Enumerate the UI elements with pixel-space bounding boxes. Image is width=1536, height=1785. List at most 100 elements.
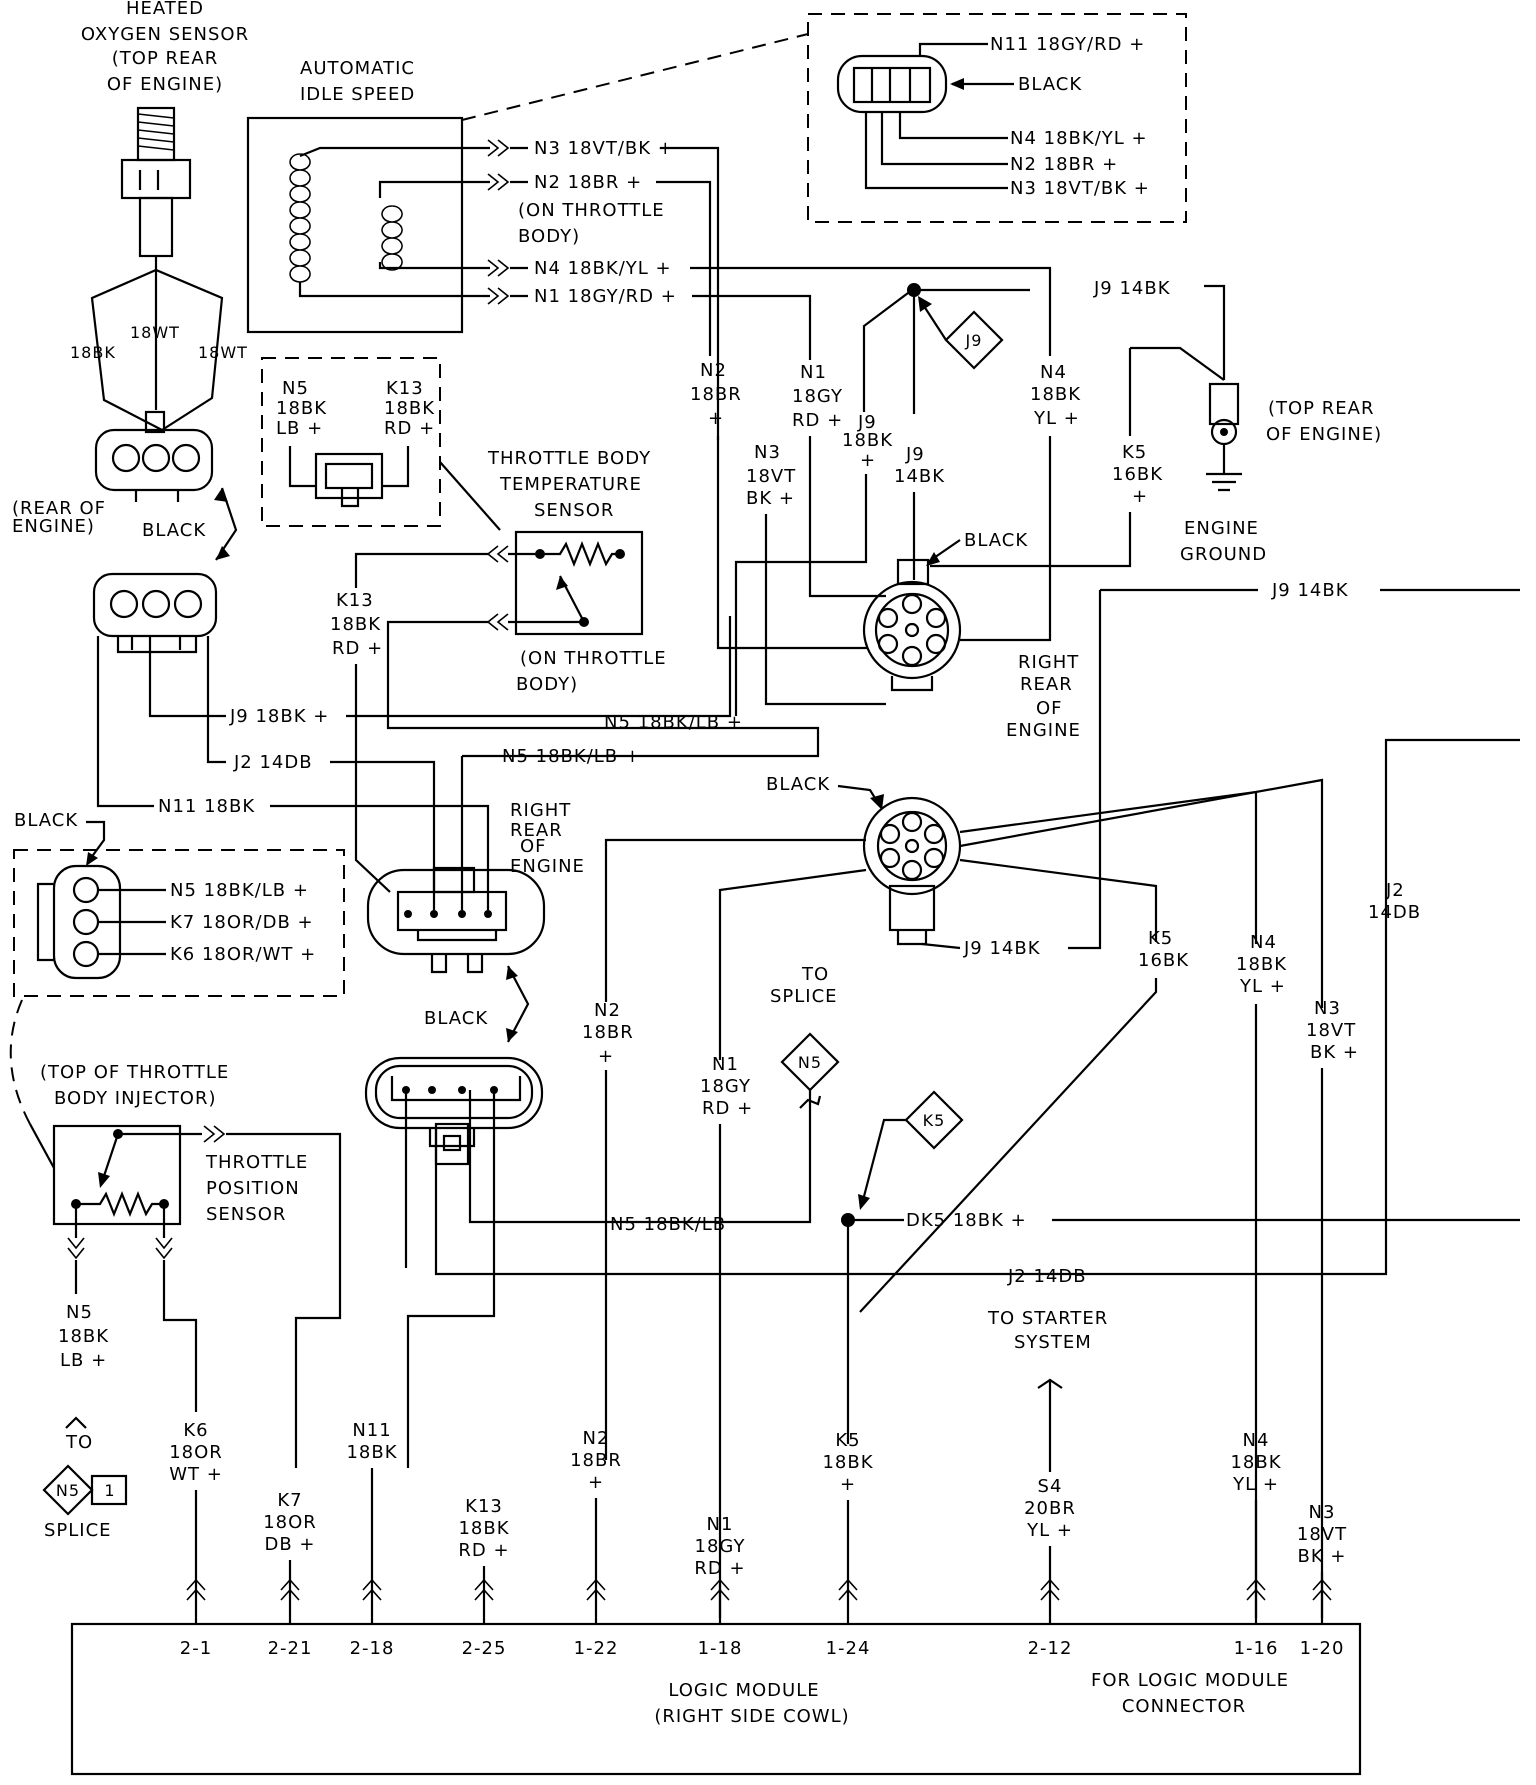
j9-14bk-top: J9 14BK	[1093, 278, 1171, 299]
throttle-body-temp-sensor	[514, 530, 644, 636]
bottom-wire-label: 20BR	[1024, 1498, 1076, 1519]
o2-wire-18wt-mid: 18WT	[130, 323, 180, 342]
n5-badge-num: 1	[104, 1481, 115, 1500]
bottom-wire-label: K5	[835, 1430, 860, 1451]
o2-label-3: (TOP REAR	[112, 48, 218, 69]
module-pin-2-25: 2-25	[462, 1638, 507, 1659]
o2-label-4: OF ENGINE)	[107, 74, 223, 95]
rre-mid-3: OF	[520, 836, 547, 857]
ais-conn-n2: N2 18BR +	[1010, 154, 1118, 175]
ais-conn-black: BLACK	[1018, 74, 1082, 95]
ais-wire-n3: N3 18VT/BK +	[534, 138, 674, 159]
to-splice-2: SPLICE	[770, 986, 838, 1007]
k5-diamond: K5	[904, 1090, 964, 1150]
k5-low-1: K5	[1148, 928, 1173, 949]
rre-right-4: ENGINE	[1006, 720, 1081, 741]
black-label-tps: BLACK	[424, 1008, 488, 1029]
ais-note-1: (ON THROTTLE	[518, 200, 665, 221]
n1-low-2: 18GY	[700, 1076, 751, 1097]
k5-mid-2: 16BK	[1112, 464, 1163, 485]
module-note-1: FOR LOGIC MODULE	[1091, 1670, 1289, 1691]
bottom-wire-label: N3	[1309, 1502, 1336, 1523]
tbts-label-2: TEMPERATURE	[499, 474, 642, 495]
bottom-wire-label: RD +	[694, 1558, 745, 1579]
n5-18bk-lb-upper: N5 18BK/LB +	[502, 746, 641, 767]
bottom-wire-label: 18BK	[458, 1518, 509, 1539]
rre-right-3: OF	[1036, 698, 1063, 719]
tps-harness-connector-lower	[364, 1056, 544, 1166]
j9-diamond-label: J9	[965, 331, 983, 350]
n5-left-2: 18BK	[58, 1326, 109, 1347]
k5-mid-3: +	[1132, 486, 1148, 507]
rear-of-engine-1: (REAR OF	[12, 498, 106, 519]
module-note-2: CONNECTOR	[1122, 1696, 1246, 1717]
top-rear-engine-1: (TOP REAR	[1268, 398, 1374, 419]
rear-of-engine-2: ENGINE)	[12, 516, 95, 537]
n3-low-2: 18VT	[1306, 1020, 1356, 1041]
ais-motor: AUTOMATIC IDLE SPEED	[246, 58, 510, 334]
module-pin-1-18: 1-18	[698, 1638, 743, 1659]
ais-note-2: BODY)	[518, 226, 580, 247]
tbts-conn-k13-g: 18BK	[384, 398, 435, 419]
tps-note-1: (TOP OF THROTTLE	[40, 1062, 229, 1083]
module-pin-1-22: 1-22	[574, 1638, 619, 1659]
bottom-wire-label: DB +	[264, 1534, 315, 1555]
bottom-wire-label: +	[840, 1474, 856, 1495]
tbts-conn-n5: N5	[282, 378, 309, 399]
bottom-wire-label: 18GY	[695, 1536, 746, 1557]
to-splice-left-1: TO	[65, 1432, 93, 1453]
black-label-o2: BLACK	[142, 520, 206, 541]
module-pin-2-21: 2-21	[268, 1638, 313, 1659]
j9-diamond: J9	[944, 310, 1004, 370]
j2-14db-low: J2 14DB	[1007, 1266, 1087, 1287]
module-name: LOGIC MODULE	[668, 1680, 819, 1701]
six-way-connector-lower	[862, 796, 962, 946]
ais-conn-n4: N4 18BK/YL +	[1010, 128, 1148, 149]
on-throttle-body-1: (ON THROTTLE	[520, 648, 667, 669]
n5-badge-label: N5	[56, 1481, 80, 1500]
tps-conn-n5: N5 18BK/LB +	[170, 880, 309, 901]
ais-conn-n11: N11 18GY/RD +	[990, 34, 1145, 55]
n1-mid-3: RD +	[792, 410, 843, 431]
tps-label-1: THROTTLE	[205, 1152, 308, 1173]
j9a-mid-1: J9	[857, 412, 877, 433]
k13-left-2: 18BK	[330, 614, 381, 635]
tps-connector	[36, 864, 122, 980]
bottom-wire-label: RD +	[458, 1540, 509, 1561]
ais-conn-n3: N3 18VT/BK +	[1010, 178, 1150, 199]
bottom-wire-label: N4	[1243, 1430, 1270, 1451]
n4-low-1: N4	[1250, 932, 1277, 953]
module-pin-1-20: 1-20	[1300, 1638, 1345, 1659]
n5-18bk-lb-low: N5 18BK/LB	[610, 1214, 726, 1235]
ais-wire-n4: N4 18BK/YL +	[534, 258, 672, 279]
n1-mid-2: 18GY	[792, 386, 843, 407]
j9-14bk-right: J9 14BK	[1271, 580, 1349, 601]
ais-connector	[836, 42, 1014, 190]
tps-label-3: SENSOR	[206, 1204, 286, 1225]
k13-left-3: RD +	[332, 638, 383, 659]
rre-mid-4: ENGINE	[510, 856, 585, 877]
dk5-18bk: DK5 18BK +	[906, 1210, 1027, 1231]
n4-mid-3: YL +	[1033, 408, 1080, 429]
bottom-wire-label: YL +	[1232, 1474, 1279, 1495]
bottom-wire-label: 18BK	[1230, 1452, 1281, 1473]
throttle-position-sensor	[52, 1124, 182, 1226]
n4-low-3: YL +	[1239, 976, 1286, 997]
bottom-wire-label: K13	[465, 1496, 503, 1517]
o2-harness-connector	[92, 572, 218, 654]
j9-18bk: J9 18BK +	[229, 706, 329, 727]
bottom-wire-label: BK +	[1298, 1546, 1347, 1567]
n5-18bk-lb-mid: N5 18BK/LB +	[604, 712, 743, 733]
tbts-connector	[288, 446, 410, 508]
tps-harness-connector-upper	[366, 866, 546, 974]
n11-18bk: N11 18BK	[158, 796, 255, 817]
bottom-wire-label: 18OR	[263, 1512, 317, 1533]
six-way-connector-upper	[862, 558, 962, 692]
on-throttle-body-2: BODY)	[516, 674, 578, 695]
